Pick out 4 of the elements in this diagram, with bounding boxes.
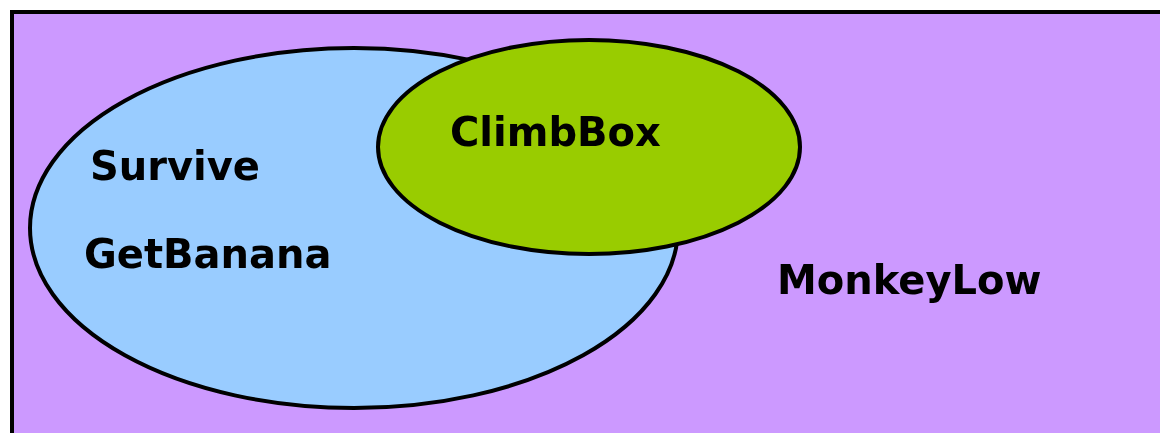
- set-label: GetBanana: [84, 234, 332, 274]
- region-panel: [10, 10, 1160, 433]
- set-label: Survive: [90, 146, 260, 186]
- set-label: ClimbBox: [450, 112, 661, 152]
